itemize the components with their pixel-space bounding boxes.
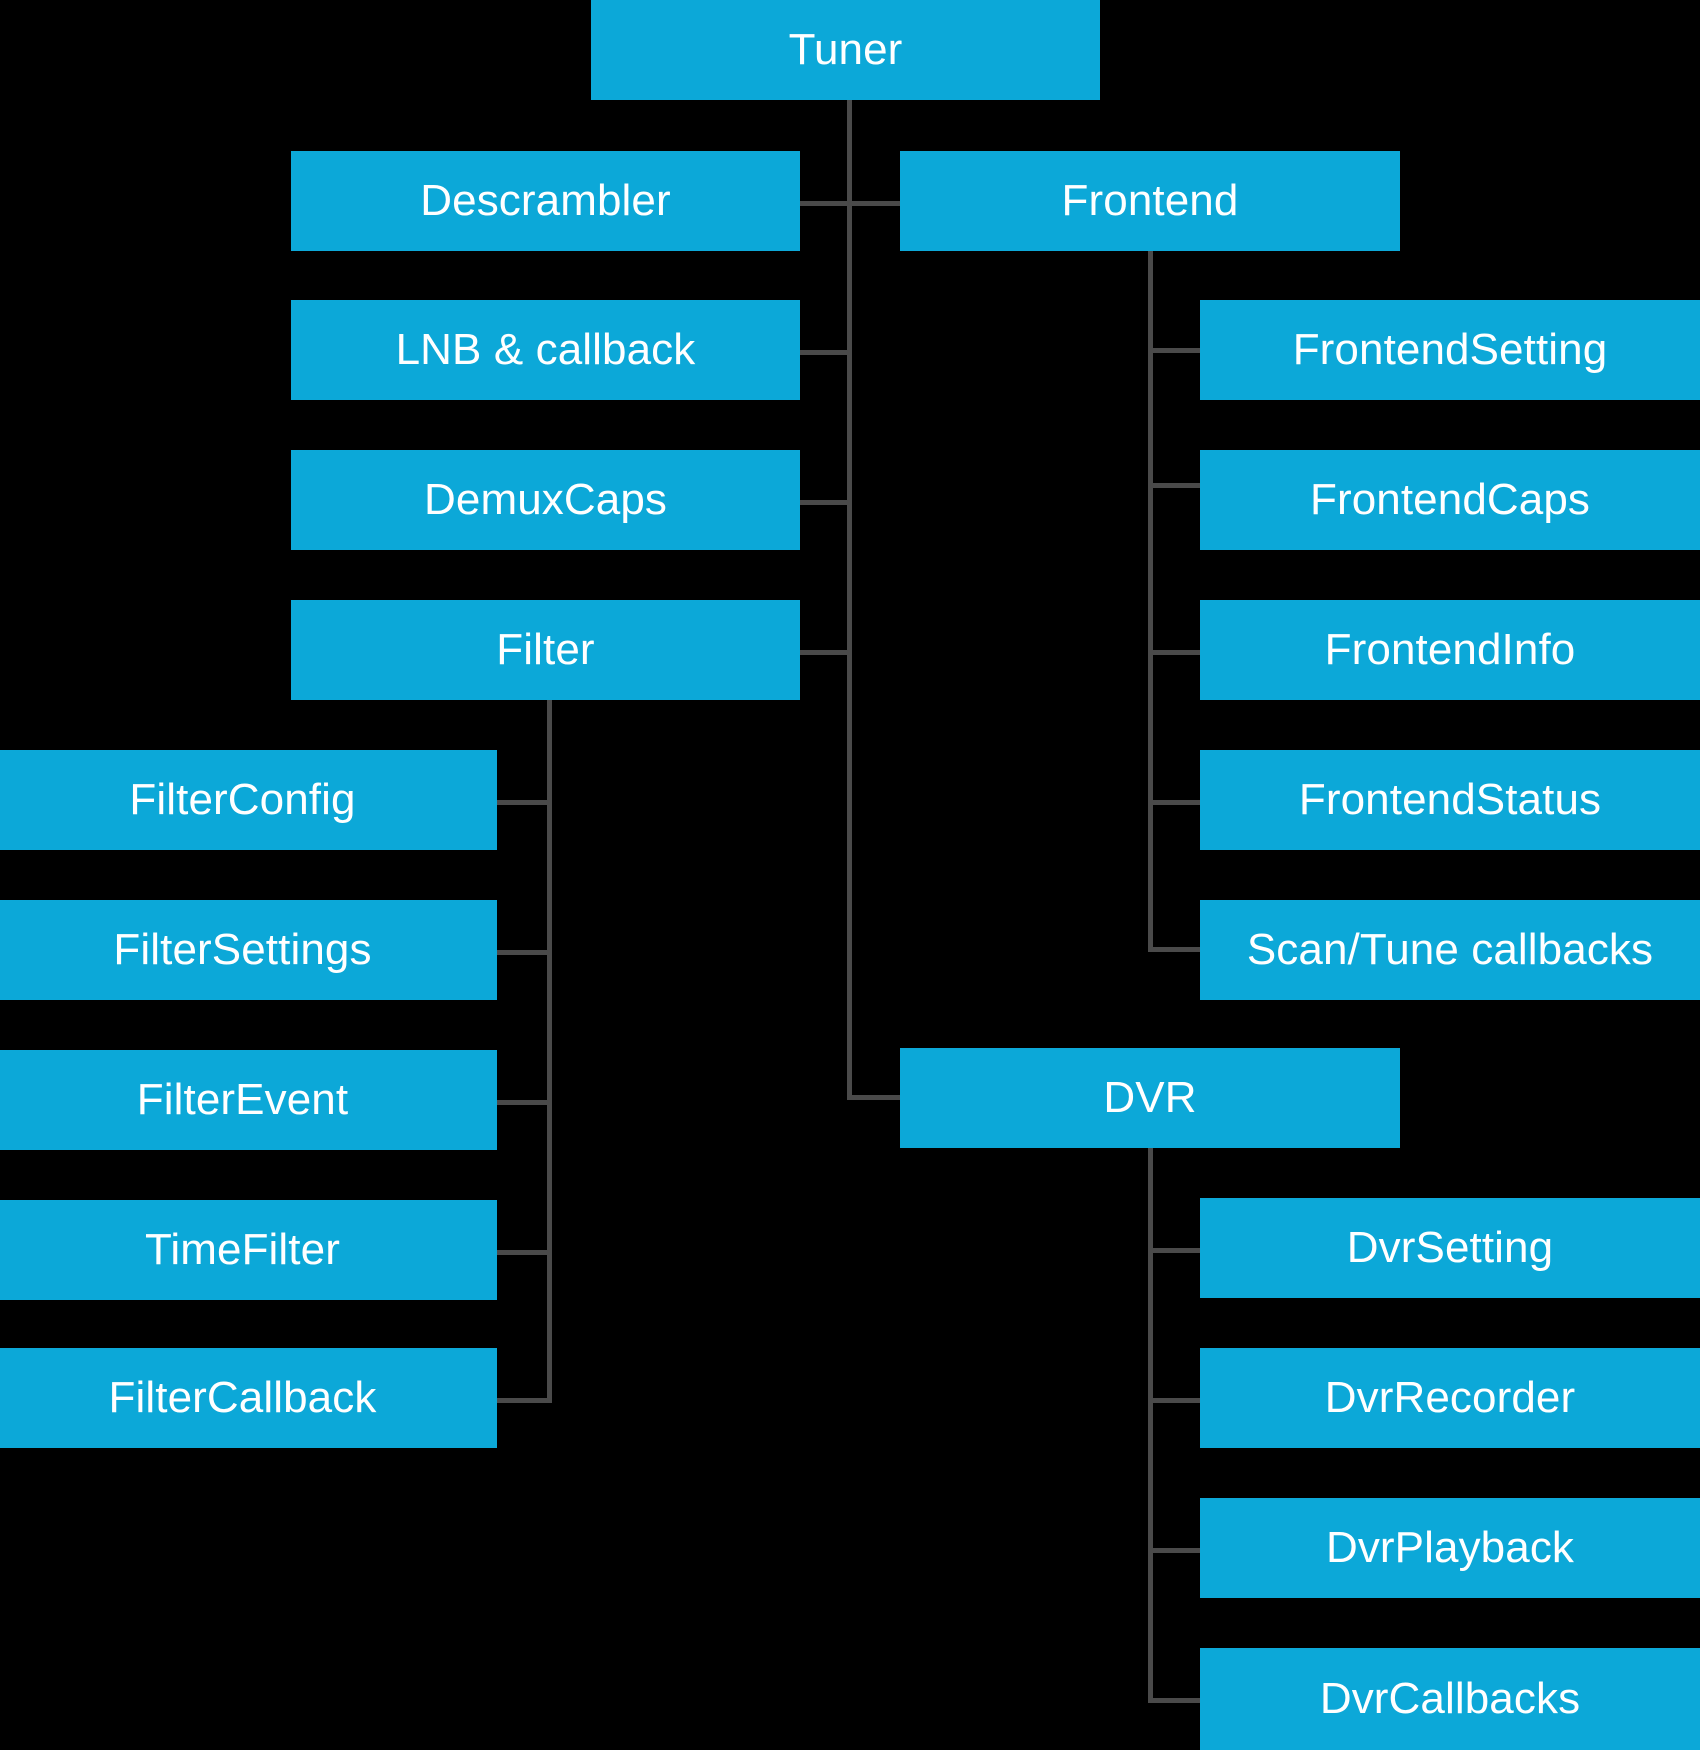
node-dvr-playback[interactable]: DvrPlayback [1200,1498,1700,1598]
node-frontend-label: Frontend [1061,176,1239,225]
node-demuxcaps-label: DemuxCaps [424,475,667,524]
edge-tuner-spine [847,100,852,1100]
node-frontend-status[interactable]: FrontendStatus [1200,750,1700,850]
node-dvr-playback-label: DvrPlayback [1325,1523,1575,1572]
node-lnb-callback[interactable]: LNB & callback [291,300,800,400]
edge-dvr-playback [1148,1548,1203,1553]
node-time-filter[interactable]: TimeFilter [0,1200,497,1300]
node-tuner[interactable]: Tuner [591,0,1100,100]
edge-tuner-descrambler [800,201,850,206]
edge-tuner-filter [800,650,850,655]
edge-frontend-info [1148,650,1203,655]
node-dvr-recorder[interactable]: DvrRecorder [1200,1348,1700,1448]
edge-filter-config [497,800,552,805]
edge-filter-callback [497,1398,552,1403]
node-dvr-setting[interactable]: DvrSetting [1200,1198,1700,1298]
edge-filter-spine [547,700,552,1400]
node-dvr-label: DVR [1103,1073,1197,1122]
edge-frontend-status [1148,800,1203,805]
edge-filter-timefilter [497,1250,552,1255]
node-filter[interactable]: Filter [291,600,800,700]
node-filter-callback[interactable]: FilterCallback [0,1348,497,1448]
edge-filter-settings [497,950,552,955]
node-demuxcaps[interactable]: DemuxCaps [291,450,800,550]
edge-tuner-frontend [847,201,902,206]
node-scan-tune-callbacks[interactable]: Scan/Tune callbacks [1200,900,1700,1000]
node-lnb-callback-label: LNB & callback [395,325,696,374]
edge-dvr-spine [1148,1148,1153,1703]
node-frontend-caps-label: FrontendCaps [1309,475,1591,524]
node-filter-event-label: FilterEvent [136,1075,349,1124]
edge-frontend-setting [1148,348,1203,353]
node-dvr-callbacks-label: DvrCallbacks [1319,1674,1581,1723]
node-filter-config[interactable]: FilterConfig [0,750,497,850]
node-dvr-callbacks[interactable]: DvrCallbacks [1200,1648,1700,1750]
edge-dvr-recorder [1148,1398,1203,1403]
node-filter-config-label: FilterConfig [129,775,356,824]
edge-tuner-demuxcaps [800,500,850,505]
node-frontend-info-label: FrontendInfo [1324,625,1576,674]
node-dvr[interactable]: DVR [900,1048,1400,1148]
edge-dvr-callbacks [1148,1698,1203,1703]
node-scan-tune-callbacks-label: Scan/Tune callbacks [1246,925,1654,974]
node-filter-label: Filter [496,625,595,674]
node-frontend-info[interactable]: FrontendInfo [1200,600,1700,700]
node-dvr-recorder-label: DvrRecorder [1324,1373,1576,1422]
node-descrambler-label: Descrambler [420,176,671,225]
edge-tuner-lnb [800,350,850,355]
edge-frontend-caps [1148,483,1203,488]
node-filter-callback-label: FilterCallback [108,1373,377,1422]
edge-frontend-scantune [1148,947,1203,952]
node-frontend[interactable]: Frontend [900,151,1400,251]
node-time-filter-label: TimeFilter [145,1225,340,1274]
edge-filter-event [497,1100,552,1105]
node-dvr-setting-label: DvrSetting [1346,1223,1554,1272]
node-filter-settings[interactable]: FilterSettings [0,900,497,1000]
node-filter-event[interactable]: FilterEvent [0,1050,497,1150]
edge-dvr-setting [1148,1248,1203,1253]
edge-tuner-dvr [847,1095,902,1100]
node-frontend-caps[interactable]: FrontendCaps [1200,450,1700,550]
node-frontend-setting[interactable]: FrontendSetting [1200,300,1700,400]
node-descrambler[interactable]: Descrambler [291,151,800,251]
node-frontend-status-label: FrontendStatus [1298,775,1602,824]
node-filter-settings-label: FilterSettings [113,925,372,974]
node-frontend-setting-label: FrontendSetting [1292,325,1608,374]
node-tuner-label: Tuner [788,25,903,74]
edge-frontend-spine [1148,250,1153,950]
